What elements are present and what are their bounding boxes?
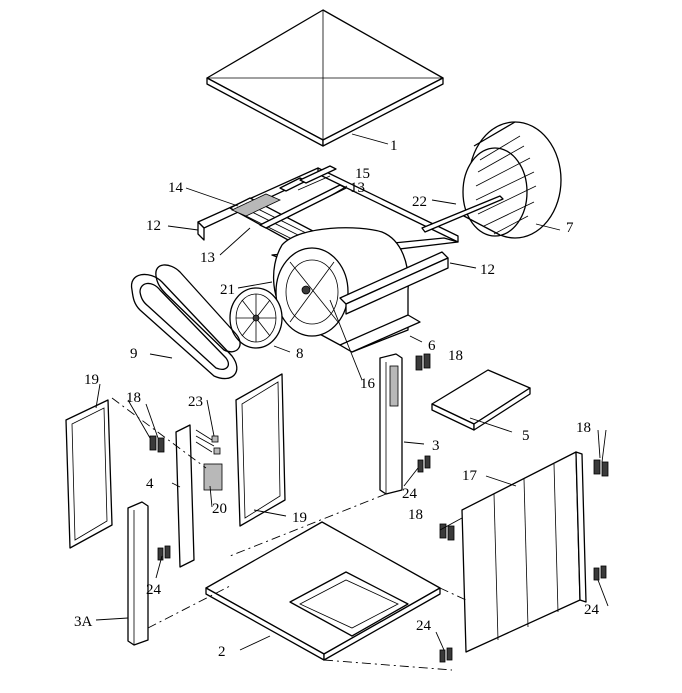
callout-22: 22 [412, 194, 427, 210]
assembly-lines [111, 397, 467, 671]
callout-1: 1 [390, 138, 398, 154]
callout-16: 16 [360, 376, 376, 392]
callout-24-post: 24 [402, 486, 418, 502]
callout-23: 23 [188, 394, 203, 410]
corner-post-3a [127, 501, 149, 646]
callout-19-right: 19 [292, 510, 307, 526]
callout-12-right: 12 [480, 262, 495, 278]
leader-lines [95, 133, 609, 651]
callout-19-left: 19 [84, 372, 99, 388]
callout-17: 17 [462, 468, 478, 484]
callout-18-top: 18 [448, 348, 463, 364]
side-panel-right [235, 373, 286, 527]
callout-9: 9 [130, 346, 138, 362]
blower-housing [272, 227, 449, 353]
callout-6: 6 [428, 338, 436, 354]
access-door [461, 451, 587, 653]
blower-shaft [421, 195, 504, 233]
blower-wheel [461, 121, 562, 239]
wire-connectors [195, 429, 221, 455]
callout-8: 8 [296, 346, 304, 362]
callout-4: 4 [146, 476, 154, 492]
callout-labels: 1 2 3 3A 4 5 6 7 8 9 12 12 13 13 14 15 1… [74, 138, 600, 660]
control-panel [175, 424, 223, 568]
callout-3: 3 [432, 438, 440, 454]
base-pan [205, 521, 441, 661]
callout-24-bottom: 24 [416, 618, 432, 634]
callout-18-right: 18 [576, 420, 591, 436]
callout-12-left: 12 [146, 218, 161, 234]
callout-20: 20 [212, 501, 227, 517]
callout-18-left: 18 [126, 390, 141, 406]
callout-15: 15 [355, 166, 370, 182]
callout-24-left: 24 [146, 582, 162, 598]
callout-2: 2 [218, 644, 226, 660]
callout-13-upper: 13 [350, 180, 365, 196]
callout-14: 14 [168, 180, 184, 196]
latch-hardware [149, 353, 609, 541]
drive-belts [130, 264, 241, 380]
callout-7: 7 [566, 220, 574, 236]
side-panel-left [65, 399, 113, 549]
callout-21: 21 [220, 282, 235, 298]
callout-18-door: 18 [408, 507, 423, 523]
callout-5: 5 [522, 428, 530, 444]
corner-post [379, 353, 403, 495]
motor-pulley [229, 287, 283, 349]
callout-3a: 3A [74, 614, 93, 630]
top-cover-panel [206, 9, 444, 147]
filter-panel [431, 369, 531, 431]
callout-24-right: 24 [584, 602, 600, 618]
callout-13-lower: 13 [200, 250, 215, 266]
